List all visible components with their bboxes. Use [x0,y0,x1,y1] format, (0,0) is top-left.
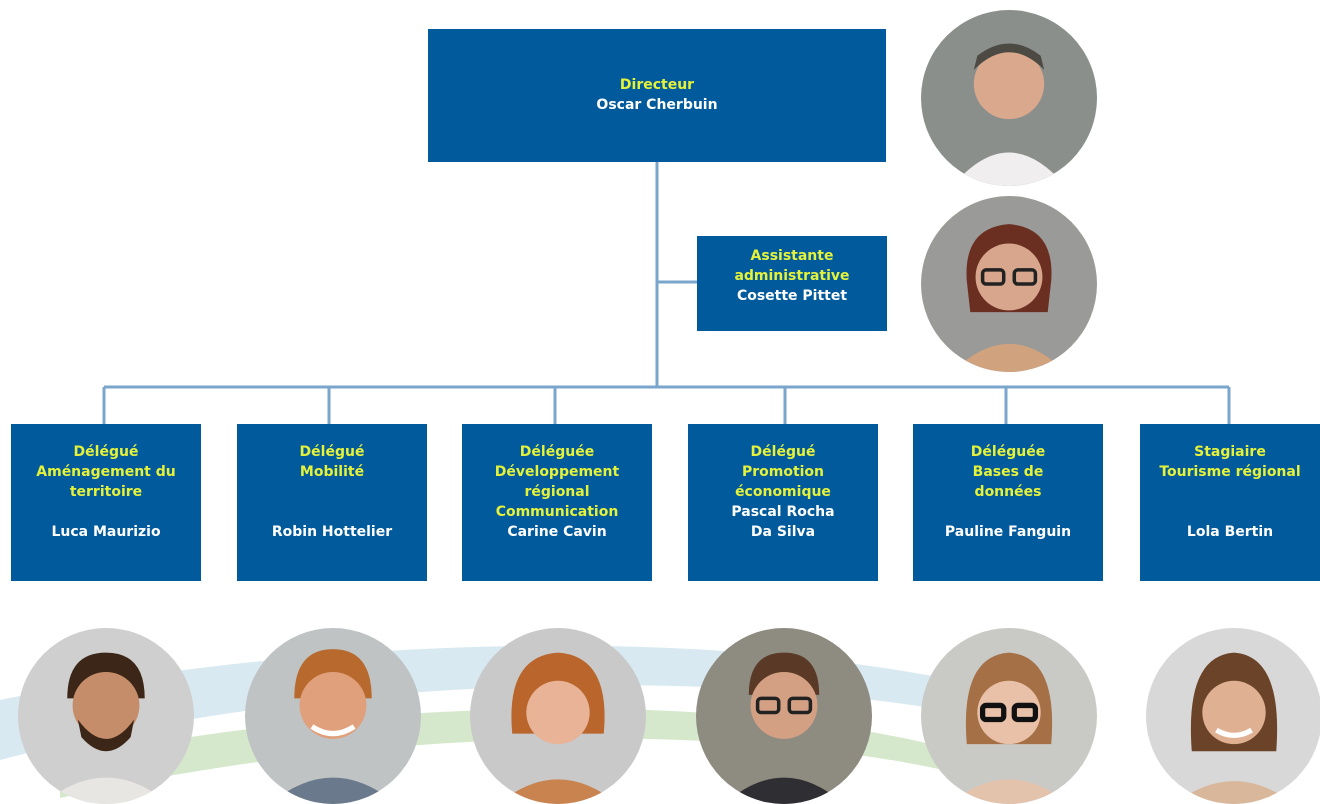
delegate-role: Délégué [299,444,365,460]
director-title: Directeur [619,77,695,93]
delegate-box-bases-donnees: Déléguée Bases de données Pauline Fangui… [913,424,1103,581]
delegate-dept-line2: données [974,484,1042,500]
delegate-role: Déléguée [970,444,1046,460]
delegate-photo [18,628,194,804]
delegate-dept-line1: Aménagement du [36,464,176,480]
delegate-name-line1: Pascal Rocha [731,504,835,520]
delegate-photo [696,628,872,804]
delegate-box-promotion: Délégué Promotion économique Pascal Roch… [688,424,878,581]
assistant-box: Assistante administrative Cosette Pittet [697,236,887,331]
delegate-box-mobilite: Délégué Mobilité Robin Hottelier [237,424,427,581]
delegate-box-tourisme: Stagiaire Tourisme régional Lola Bertin [1140,424,1320,581]
director-box: Directeur Oscar Cherbuin [428,29,886,162]
delegate-name-line1: Lola Bertin [1186,524,1274,540]
delegate-name-line1: Robin Hottelier [271,524,393,540]
delegate-name-line2: Da Silva [750,524,816,540]
delegate-dept-line1: Développement [494,464,620,480]
delegate-role: Délégué [73,444,139,460]
delegate-dept-line3: Communication [495,504,619,520]
delegate-dept-line1: Promotion [741,464,825,480]
delegate-photo [921,628,1097,804]
delegate-dept-line1: Bases de [972,464,1044,480]
delegate-role: Délégué [750,444,816,460]
delegate-photo [245,628,421,804]
assistant-photo [921,196,1097,372]
director-name: Oscar Cherbuin [596,97,718,113]
delegate-name-line1: Carine Cavin [507,524,607,540]
delegate-dept-line1: Mobilité [299,464,365,480]
delegate-photo [470,628,646,804]
assistant-title-line1: Assistante [750,248,834,264]
delegate-role: Déléguée [519,444,595,460]
delegate-role: Stagiaire [1194,444,1266,460]
delegate-box-developpement: Déléguée Développement régional Communic… [462,424,652,581]
director-photo [921,10,1097,186]
assistant-title-line2: administrative [734,268,850,284]
assistant-name: Cosette Pittet [736,288,848,304]
delegate-name-line1: Luca Maurizio [51,524,161,540]
delegate-dept-line2: régional [524,484,590,500]
delegate-dept-line2: territoire [69,484,143,500]
delegate-name-line1: Pauline Fanguin [944,524,1072,540]
delegate-photo [1146,628,1320,804]
delegate-dept-line1: Tourisme régional [1159,464,1301,480]
delegate-box-amenagement: Délégué Aménagement du territoire Luca M… [11,424,201,581]
delegate-dept-line2: économique [735,484,831,500]
